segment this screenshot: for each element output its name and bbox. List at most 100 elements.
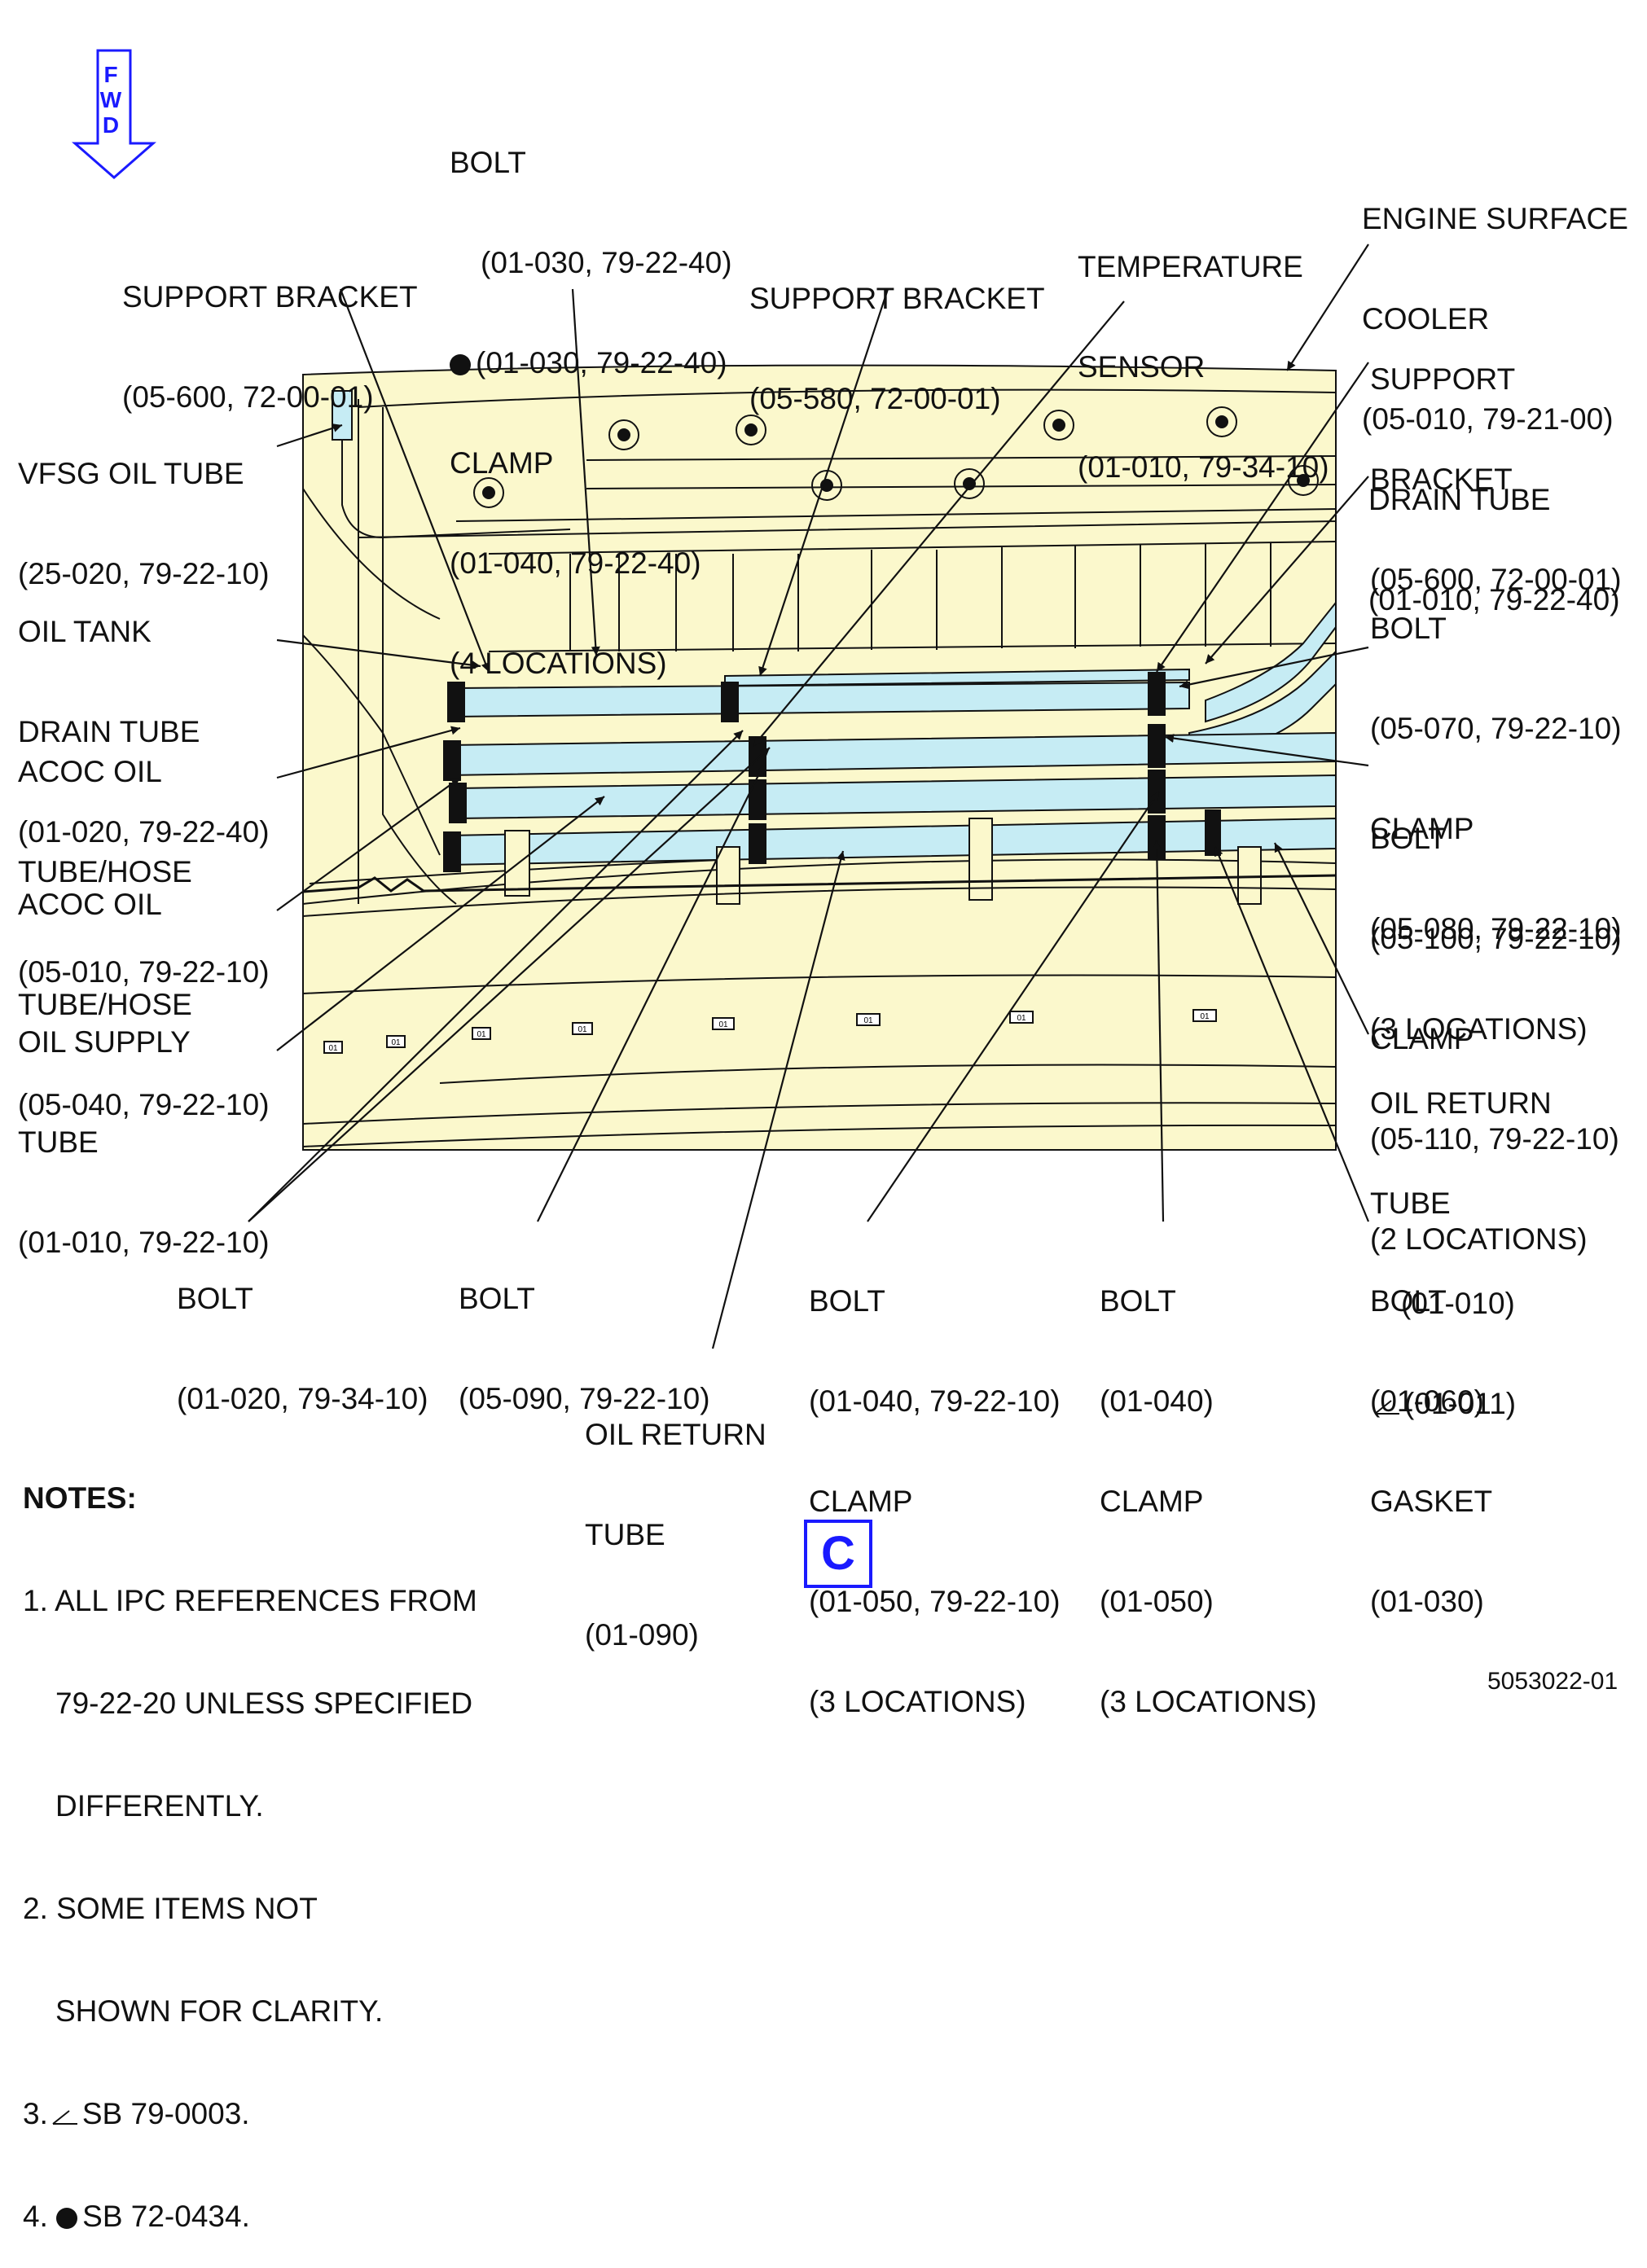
label-line: TUBE xyxy=(18,1125,99,1159)
callout-oil-return-tube-right: OIL RETURN TUBE (01-010) (01-011) xyxy=(1370,1020,1552,1454)
label-line: TUBE/HOSE xyxy=(18,988,192,1021)
callout-bolt-bottom-5: BOLT (01-060) GASKET (01-030) xyxy=(1370,1217,1492,1652)
figure-number: 5053022-01 xyxy=(1487,1668,1618,1695)
leader-oil-tank-drain xyxy=(276,638,481,670)
label-line: BOLT xyxy=(1370,822,1447,855)
callout-bolt-bottom-1: BOLT (01-020, 79-34-10) xyxy=(177,1215,428,1449)
fwd-letter-f: F xyxy=(103,62,118,87)
label-line: (05-080, 79-22-10) xyxy=(1370,912,1622,945)
label-line: (05-070, 79-22-10) xyxy=(1370,712,1622,745)
callout-bolt-bottom-2: BOLT (05-090, 79-22-10) xyxy=(459,1215,710,1449)
callout-bolt-right-2: BOLT (05-100, 79-22-10) CLAMP (05-110, 7… xyxy=(1370,755,1622,1289)
note-4-number: 4. xyxy=(23,2200,48,2233)
label-line-text: (01-011) xyxy=(1404,1387,1517,1420)
label-line: (3 LOCATIONS) xyxy=(1100,1685,1317,1718)
label-line: COOLER xyxy=(1362,302,1490,336)
leader-bolt-bottom-2 xyxy=(537,765,764,1222)
label-line: (01-010, 79-22-40) xyxy=(1368,583,1620,616)
callout-support-bracket-right: SUPPORT BRACKET (05-600, 72-00-01) xyxy=(1370,296,1622,630)
label-line: ENGINE SURFACE xyxy=(1362,202,1628,235)
label-line: CLAMP xyxy=(809,1485,913,1518)
callout-engine-surface-cooler: ENGINE SURFACE COOLER (05-010, 79-21-00) xyxy=(1362,135,1628,469)
label-line: TUBE/HOSE xyxy=(18,855,192,888)
mounting-rail xyxy=(302,874,1337,893)
case-tag-1: 01 xyxy=(328,1044,338,1053)
label-line: (01-030) xyxy=(1370,1585,1484,1618)
callout-oil-supply-tube: OIL SUPPLY TUBE (01-010, 79-22-10) xyxy=(18,959,270,1292)
leader-bolt-top xyxy=(571,288,600,656)
case-tag-4: 01 xyxy=(578,1025,587,1034)
label-line: GASKET xyxy=(1370,1485,1493,1518)
leader-support-bracket-mid xyxy=(758,288,889,677)
label-line: (01-010) xyxy=(1401,1287,1515,1320)
callout-bolt-top: BOLT (01-030, 79-22-40) (01-030, 79-22-4… xyxy=(450,79,732,713)
case-tag-3: 01 xyxy=(477,1030,486,1039)
leader-oil-return-right xyxy=(1274,842,1369,1035)
leader-engine-surface-cooler xyxy=(1286,243,1369,371)
label-line: (05-110, 79-22-10) xyxy=(1370,1122,1619,1156)
note-4: 4. SB 72-0434. xyxy=(23,2200,477,2234)
label-line: DRAIN TUBE xyxy=(1368,483,1551,516)
label-line: (01-040, 79-22-40) xyxy=(450,546,701,580)
label-line: BRACKET xyxy=(1370,463,1513,496)
label-line: (4 LOCATIONS) xyxy=(450,647,667,680)
label-line: BOLT xyxy=(809,1284,885,1318)
label-line: ACOC OIL xyxy=(18,755,162,788)
callout-vfsg-oil-tube: VFSG OIL TUBE (25-020, 79-22-10) xyxy=(18,390,270,624)
label-line: CLAMP xyxy=(1100,1485,1204,1518)
label-line: OIL SUPPLY xyxy=(18,1025,191,1059)
leader-bolt-bottom-1b xyxy=(248,747,771,1222)
label-line: OIL TANK xyxy=(18,615,152,648)
note-1-line-3: DIFFERENTLY. xyxy=(55,1789,264,1823)
note-1-line-1: 1. ALL IPC REFERENCES FROM xyxy=(23,1584,477,1617)
callout-bolt-right-1: BOLT (05-070, 79-22-10) CLAMP (05-080, 7… xyxy=(1370,545,1622,1079)
leader-acoc-1 xyxy=(276,726,461,779)
label-line: BOLT xyxy=(1370,1284,1447,1318)
leader-bolt-right-1 xyxy=(1179,646,1369,690)
label-line: (01-030, 79-22-40) xyxy=(450,346,732,379)
label-line: (01-011) xyxy=(1370,1387,1552,1420)
leader-lines xyxy=(248,243,1370,1349)
label-line: TUBE xyxy=(585,1518,665,1551)
label-line: SUPPORT BRACKET xyxy=(749,282,1045,315)
case-tag-7: 01 xyxy=(1017,1014,1026,1023)
label-line: SENSOR xyxy=(1078,350,1206,384)
leader-bolt-bottom-1a xyxy=(248,730,744,1222)
label-line: SUPPORT xyxy=(1370,362,1516,396)
label-line: (01-020, 79-34-10) xyxy=(177,1382,428,1415)
label-line: (05-090, 79-22-10) xyxy=(459,1382,710,1415)
leader-bolt-bottom-3 xyxy=(867,791,1160,1222)
label-line: BOLT xyxy=(459,1282,535,1315)
label-line: CLAMP xyxy=(1370,1022,1474,1055)
notes-block: NOTES: 1. ALL IPC REFERENCES FROM 79-22-… xyxy=(23,1413,477,2268)
label-line: (05-600, 72-00-01) xyxy=(122,380,374,414)
fwd-indicator: F W D xyxy=(99,62,123,138)
label-line: (01-040, 79-22-10) xyxy=(809,1384,1061,1418)
label-line: (05-010, 79-21-00) xyxy=(1362,402,1614,436)
label-line: (01-010, 79-22-10) xyxy=(18,1226,270,1259)
callout-temperature-sensor: TEMPERATURE SENSOR (01-010, 79-34-10) xyxy=(1078,183,1329,517)
label-line: (01-010, 79-34-10) xyxy=(1078,450,1329,484)
label-line: (01-020, 79-22-40) xyxy=(18,815,270,849)
case-tag-2: 01 xyxy=(391,1038,401,1047)
notes-heading: NOTES: xyxy=(23,1481,137,1515)
cooler-frame xyxy=(455,455,1337,652)
bullet-dot-icon xyxy=(450,354,471,375)
label-line: BOLT xyxy=(1370,612,1447,645)
cooler-panel xyxy=(358,388,1337,539)
callout-oil-tank-drain-tube: OIL TANK DRAIN TUBE (01-020, 79-22-40) xyxy=(18,548,270,882)
installation-diagram: 01 01 01 01 01 01 01 01 xyxy=(72,49,1370,1349)
label-line: TEMPERATURE xyxy=(1078,250,1303,283)
label-line: OIL RETURN xyxy=(585,1418,766,1451)
case-tag-5: 01 xyxy=(718,1020,728,1029)
callout-support-bracket-mid: SUPPORT BRACKET (05-580, 72-00-01) xyxy=(749,215,1045,449)
callout-drain-tube: DRAIN TUBE (01-010, 79-22-40) xyxy=(1368,416,1620,650)
label-line: OIL RETURN xyxy=(1370,1086,1552,1120)
label-line: SUPPORT BRACKET xyxy=(122,280,418,314)
label-line: ACOC OIL xyxy=(18,888,162,921)
fwd-letter-w: W xyxy=(99,87,122,112)
bullet-dot-icon xyxy=(56,2208,78,2229)
label-line: (3 LOCATIONS) xyxy=(809,1685,1026,1718)
label-line: DRAIN TUBE xyxy=(18,715,200,748)
label-line: (05-010, 79-22-10) xyxy=(18,955,270,989)
